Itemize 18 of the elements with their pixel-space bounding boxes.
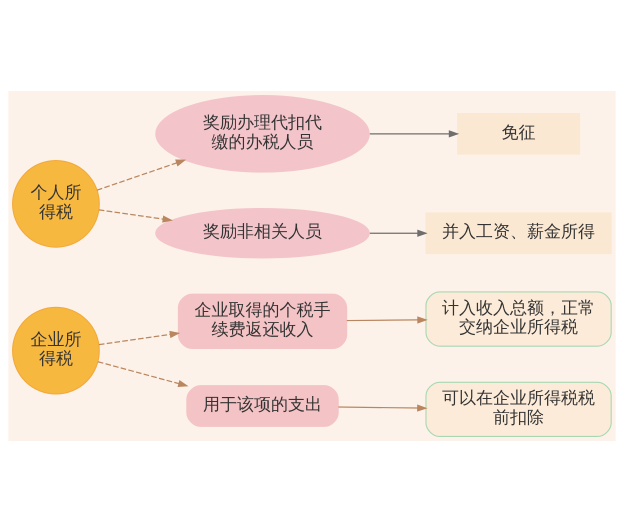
node-circle: 企业所得税 xyxy=(12,306,100,394)
node-circle: 个人所得税 xyxy=(12,159,100,248)
node-box: 用于该项的支出 xyxy=(186,384,339,426)
node-box: 企业取得的个税手续费返还收入 xyxy=(178,293,348,348)
arrow xyxy=(370,229,428,236)
node-box: 可以在企业所得税税前扣除 xyxy=(425,381,612,437)
arrow xyxy=(98,330,180,345)
node-box: 免征 xyxy=(457,112,580,154)
node-box: 并入工资、薪金所得 xyxy=(425,212,612,254)
arrow xyxy=(98,208,173,222)
node-ellipse: 奖励办理代扣代缴的办税人员 xyxy=(155,94,370,172)
arrow xyxy=(98,360,189,387)
arrow xyxy=(338,404,428,412)
arrow xyxy=(96,159,186,190)
node-ellipse: 奖励非相关人员 xyxy=(155,208,370,258)
node-box: 计入收入总额，正常交纳企业所得税 xyxy=(425,290,612,346)
arrow xyxy=(346,316,428,324)
arrow xyxy=(370,130,460,137)
